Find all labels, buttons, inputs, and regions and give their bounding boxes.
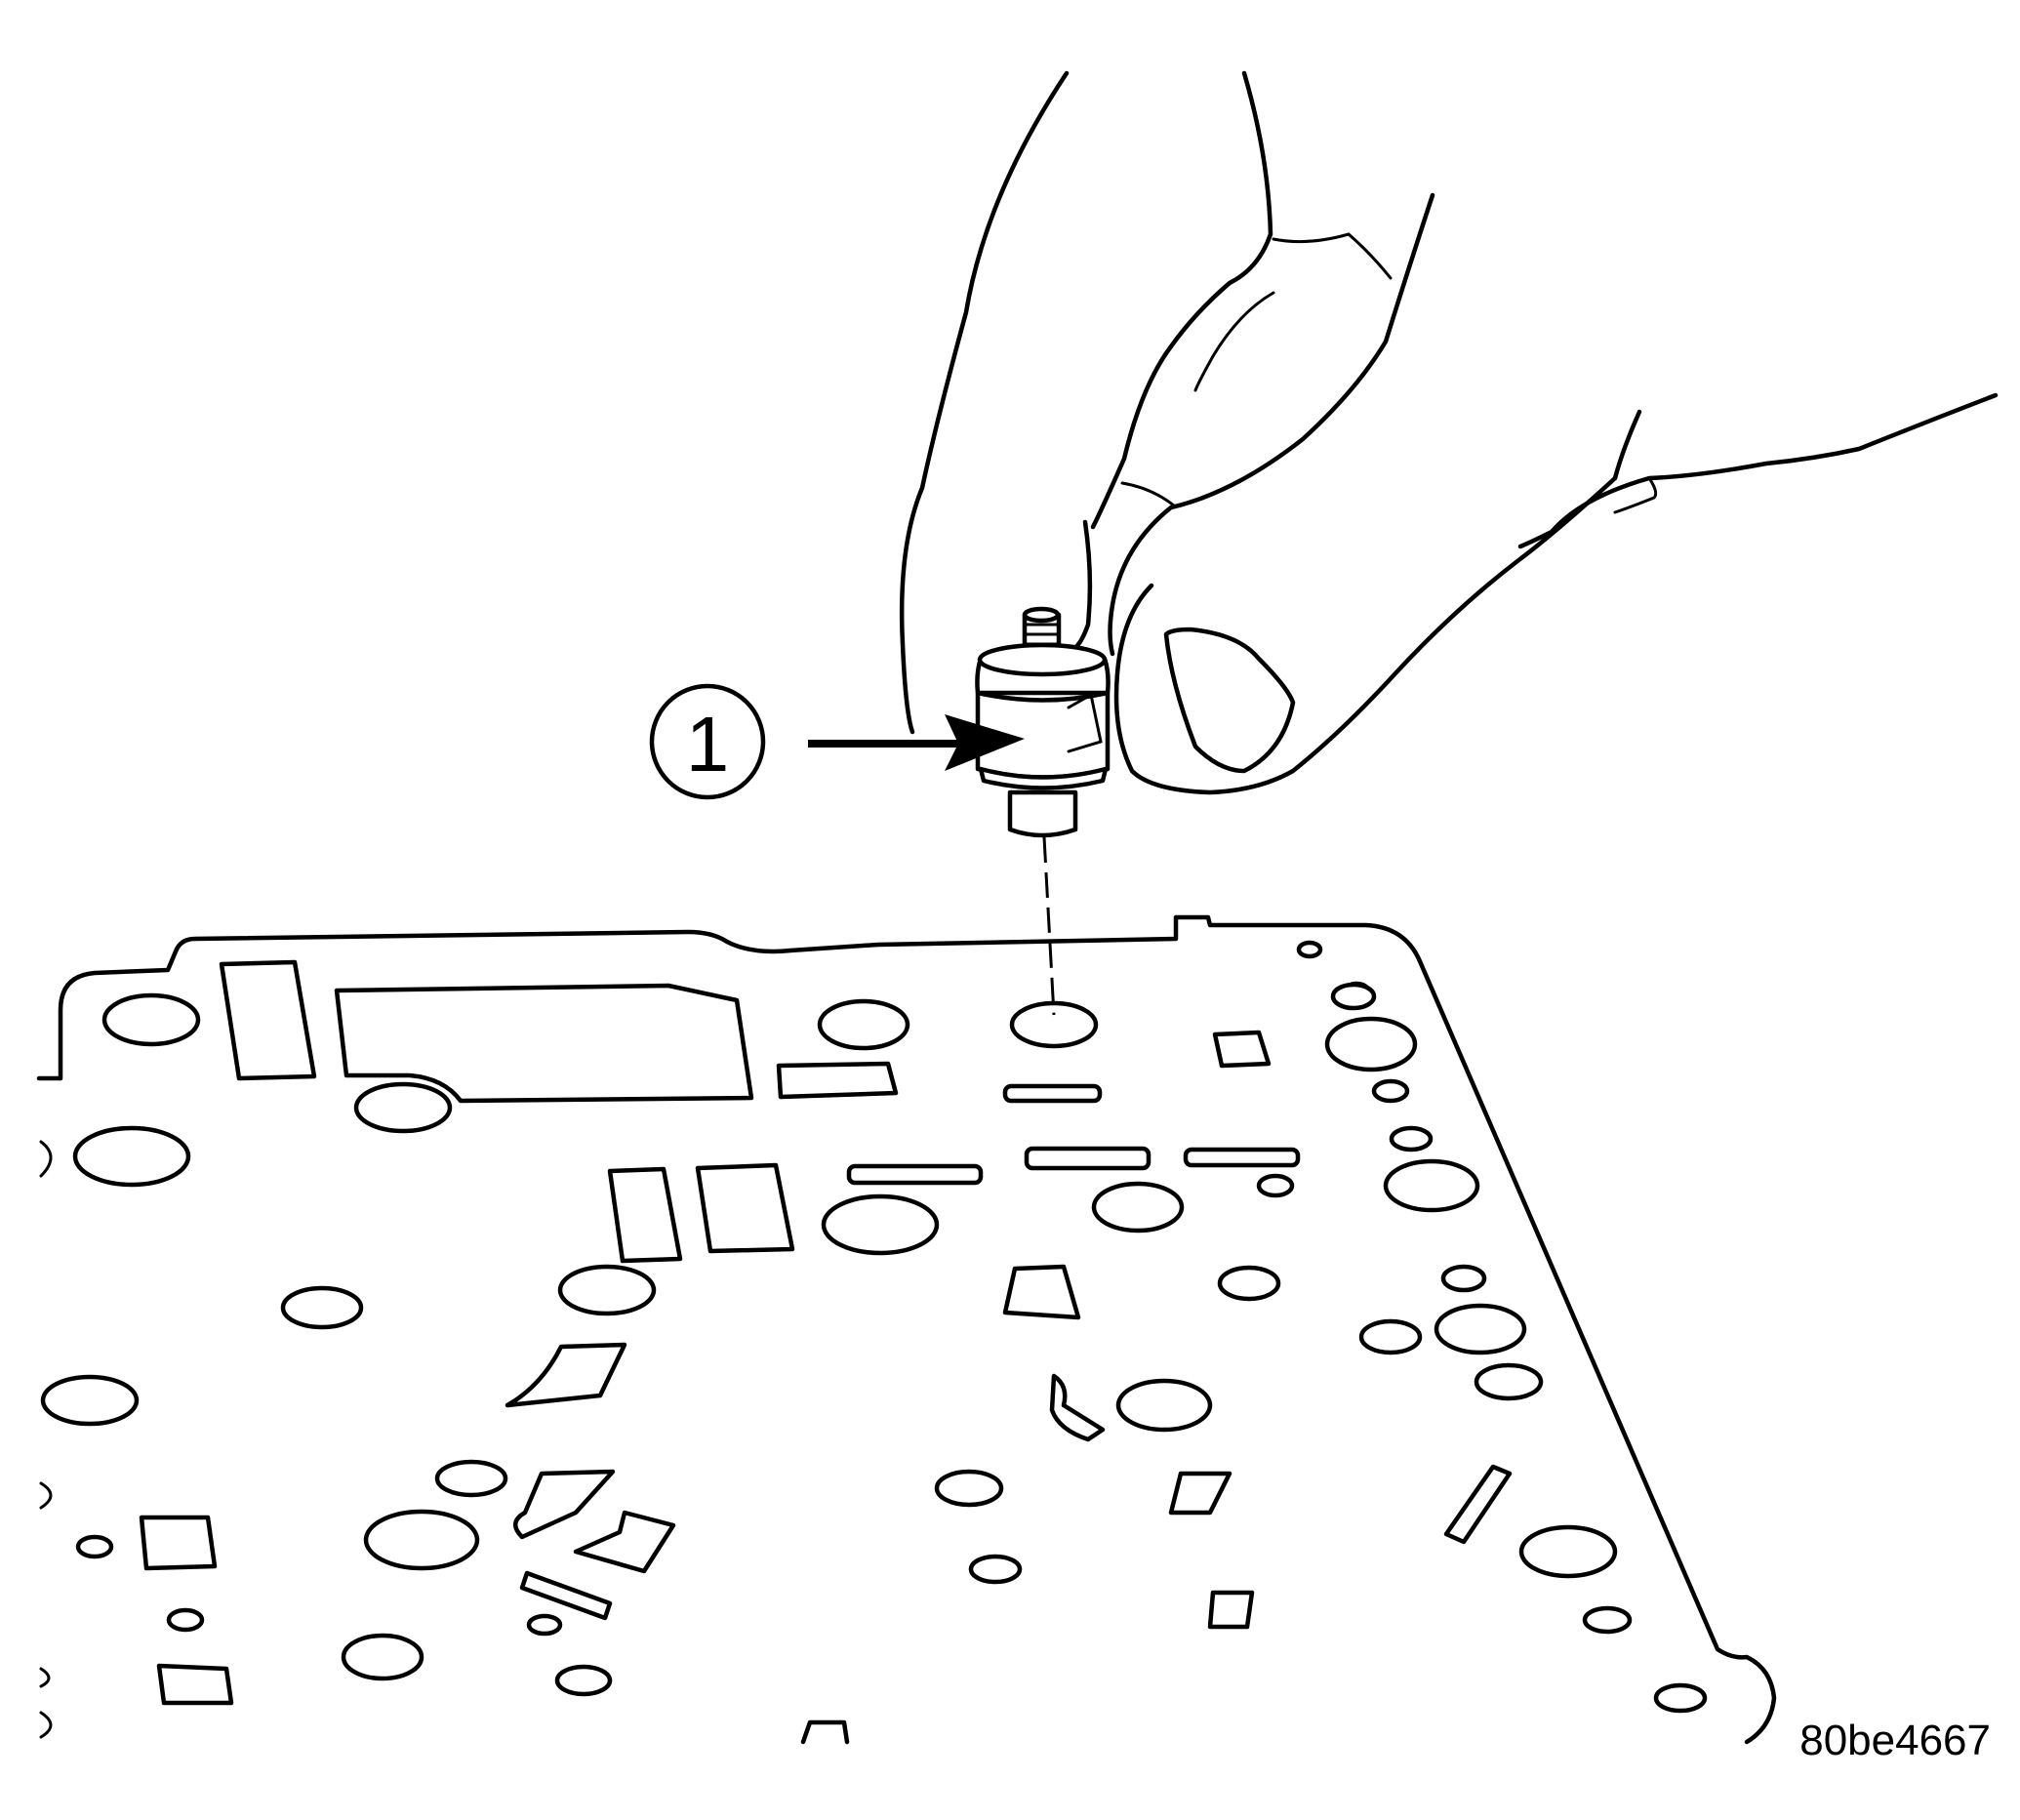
target-bore bbox=[1009, 1000, 1099, 1049]
callout-arrow-head bbox=[945, 714, 1025, 771]
plate-hole bbox=[1296, 940, 1323, 959]
threaded-stud-top bbox=[1022, 606, 1061, 624]
plate-hole bbox=[821, 1193, 940, 1256]
plate-slot bbox=[219, 959, 317, 1081]
lower-ring bbox=[978, 766, 1109, 790]
plate-hole bbox=[1256, 1173, 1295, 1198]
middle-finger bbox=[1108, 192, 1435, 657]
plate-hole bbox=[1389, 1125, 1434, 1153]
plate-slot bbox=[776, 1061, 899, 1100]
plate-hole bbox=[934, 1469, 1004, 1508]
plate-thin-slot bbox=[846, 1163, 984, 1186]
component-nose bbox=[1007, 789, 1078, 838]
callout-number: 1 bbox=[686, 701, 730, 788]
plate-hole bbox=[1091, 1181, 1185, 1234]
plate-hole bbox=[40, 1374, 140, 1427]
plate-thin-slot bbox=[1024, 1146, 1151, 1171]
plate-hole bbox=[1371, 1078, 1410, 1104]
plate-opening bbox=[1049, 1373, 1106, 1442]
plate-edge-hole bbox=[39, 1667, 51, 1688]
separator-plate bbox=[36, 914, 1777, 1745]
plate-hole bbox=[72, 1125, 191, 1188]
index-finger bbox=[899, 70, 1070, 735]
finger-crease bbox=[1120, 481, 1176, 507]
plate-thin-slot bbox=[1183, 1147, 1301, 1168]
plate-hole bbox=[1358, 1318, 1423, 1355]
plate-thin-slot bbox=[519, 1570, 613, 1621]
thumb bbox=[1113, 409, 1642, 795]
plate-hole bbox=[1440, 1264, 1487, 1293]
plate-edge-hole bbox=[39, 1481, 53, 1510]
thumb bbox=[1517, 392, 1999, 549]
callout-circle bbox=[649, 683, 766, 800]
plate-edge-hole bbox=[39, 1711, 53, 1739]
finger-crease bbox=[1193, 291, 1275, 392]
plate-hole bbox=[1474, 1362, 1544, 1401]
plate-hole bbox=[1217, 1265, 1281, 1302]
plate-hole bbox=[1330, 982, 1377, 1011]
plate-hole bbox=[1582, 1605, 1633, 1635]
plate-slot-large bbox=[334, 983, 754, 1104]
plate-hole bbox=[968, 1554, 1023, 1585]
plate-outline bbox=[36, 914, 1777, 1745]
plate-hole bbox=[1324, 1016, 1418, 1072]
plate-hole bbox=[166, 1607, 205, 1633]
plate-edge-notch bbox=[800, 1719, 850, 1745]
thumbnail bbox=[1163, 627, 1296, 774]
plate-hole bbox=[280, 1285, 364, 1330]
index-finger bbox=[1090, 70, 1273, 530]
plate-hole bbox=[101, 992, 201, 1047]
plate-opening bbox=[1443, 1464, 1513, 1545]
plate-opening bbox=[156, 1663, 234, 1706]
body-highlight bbox=[1067, 692, 1103, 753]
plate-hole bbox=[557, 1264, 657, 1316]
thumb-crease bbox=[1613, 476, 1658, 514]
hand bbox=[899, 70, 1999, 795]
collar-top bbox=[977, 642, 1108, 677]
plate-hole bbox=[817, 998, 910, 1051]
plate-slot bbox=[1212, 1030, 1272, 1069]
finger-crease bbox=[1272, 232, 1393, 280]
plate-hole bbox=[526, 1613, 563, 1637]
plate-opening bbox=[1002, 1264, 1081, 1320]
plate-opening bbox=[573, 1510, 676, 1574]
plate-slot bbox=[695, 1162, 795, 1254]
figure-id: 80be4667 bbox=[1799, 1717, 1991, 1764]
plate-opening bbox=[1168, 1471, 1232, 1516]
plate-hole bbox=[1518, 1524, 1618, 1579]
plate-slot bbox=[607, 1166, 683, 1264]
plate-hole bbox=[353, 1081, 453, 1134]
plate-thin-slot bbox=[1002, 1083, 1103, 1104]
plate-opening bbox=[505, 1342, 627, 1408]
plate-hole bbox=[554, 1664, 613, 1697]
plate-edge-hole bbox=[39, 1140, 53, 1178]
plate-opening bbox=[1207, 1590, 1255, 1630]
plate-hole bbox=[1434, 1303, 1527, 1355]
plate-hole bbox=[1653, 1682, 1708, 1714]
middle-finger bbox=[1071, 519, 1093, 652]
plate-opening bbox=[513, 1469, 616, 1540]
plate-hole bbox=[341, 1633, 424, 1681]
plate-hole bbox=[363, 1509, 480, 1571]
install-guide-line bbox=[1042, 836, 1056, 1016]
plate-hole bbox=[75, 1534, 114, 1559]
plate-hole bbox=[1115, 1378, 1213, 1433]
plate-hole bbox=[1383, 1158, 1480, 1213]
component-part bbox=[975, 606, 1111, 838]
plate-hole bbox=[434, 1459, 508, 1498]
plate-opening bbox=[139, 1515, 218, 1571]
callout-1: 1 bbox=[649, 683, 1025, 800]
